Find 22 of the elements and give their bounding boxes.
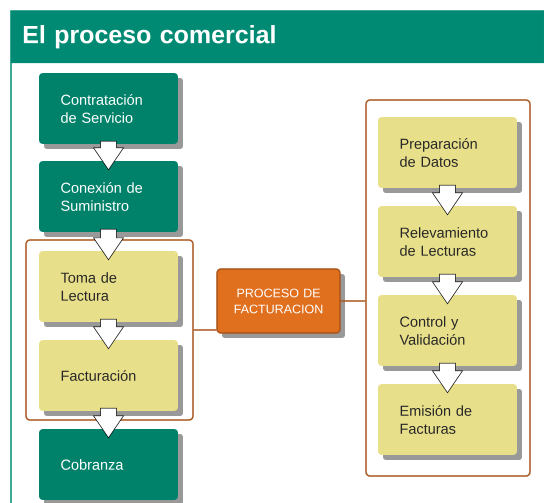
step-box: Emisión de Facturas xyxy=(378,384,522,460)
block-arrow xyxy=(92,140,124,170)
block-arrow xyxy=(92,318,124,350)
block-arrow xyxy=(432,184,464,216)
connector-line xyxy=(340,300,366,302)
group-frame xyxy=(25,239,194,421)
connector-line xyxy=(194,329,216,331)
step-box: Facturación xyxy=(39,340,183,416)
block-arrow xyxy=(432,362,464,394)
block-arrow xyxy=(92,408,124,438)
title-banner: El proceso comercial xyxy=(10,10,544,64)
step-box: Toma de Lectura xyxy=(39,251,183,327)
process-box: Contratación de Servicio xyxy=(39,73,183,149)
step-box: Relevamiento de Lecturas xyxy=(378,206,522,282)
process-box: Conexión de Suministro xyxy=(39,161,183,237)
process-box: Cobranza xyxy=(39,429,183,503)
step-box: Control y Validación xyxy=(378,295,522,371)
block-arrow xyxy=(92,228,124,260)
process-box: PROCESO DE FACTURACION xyxy=(216,268,345,338)
step-box: Preparación de Datos xyxy=(378,117,522,193)
block-arrow xyxy=(432,274,464,304)
group-frame xyxy=(365,99,531,477)
